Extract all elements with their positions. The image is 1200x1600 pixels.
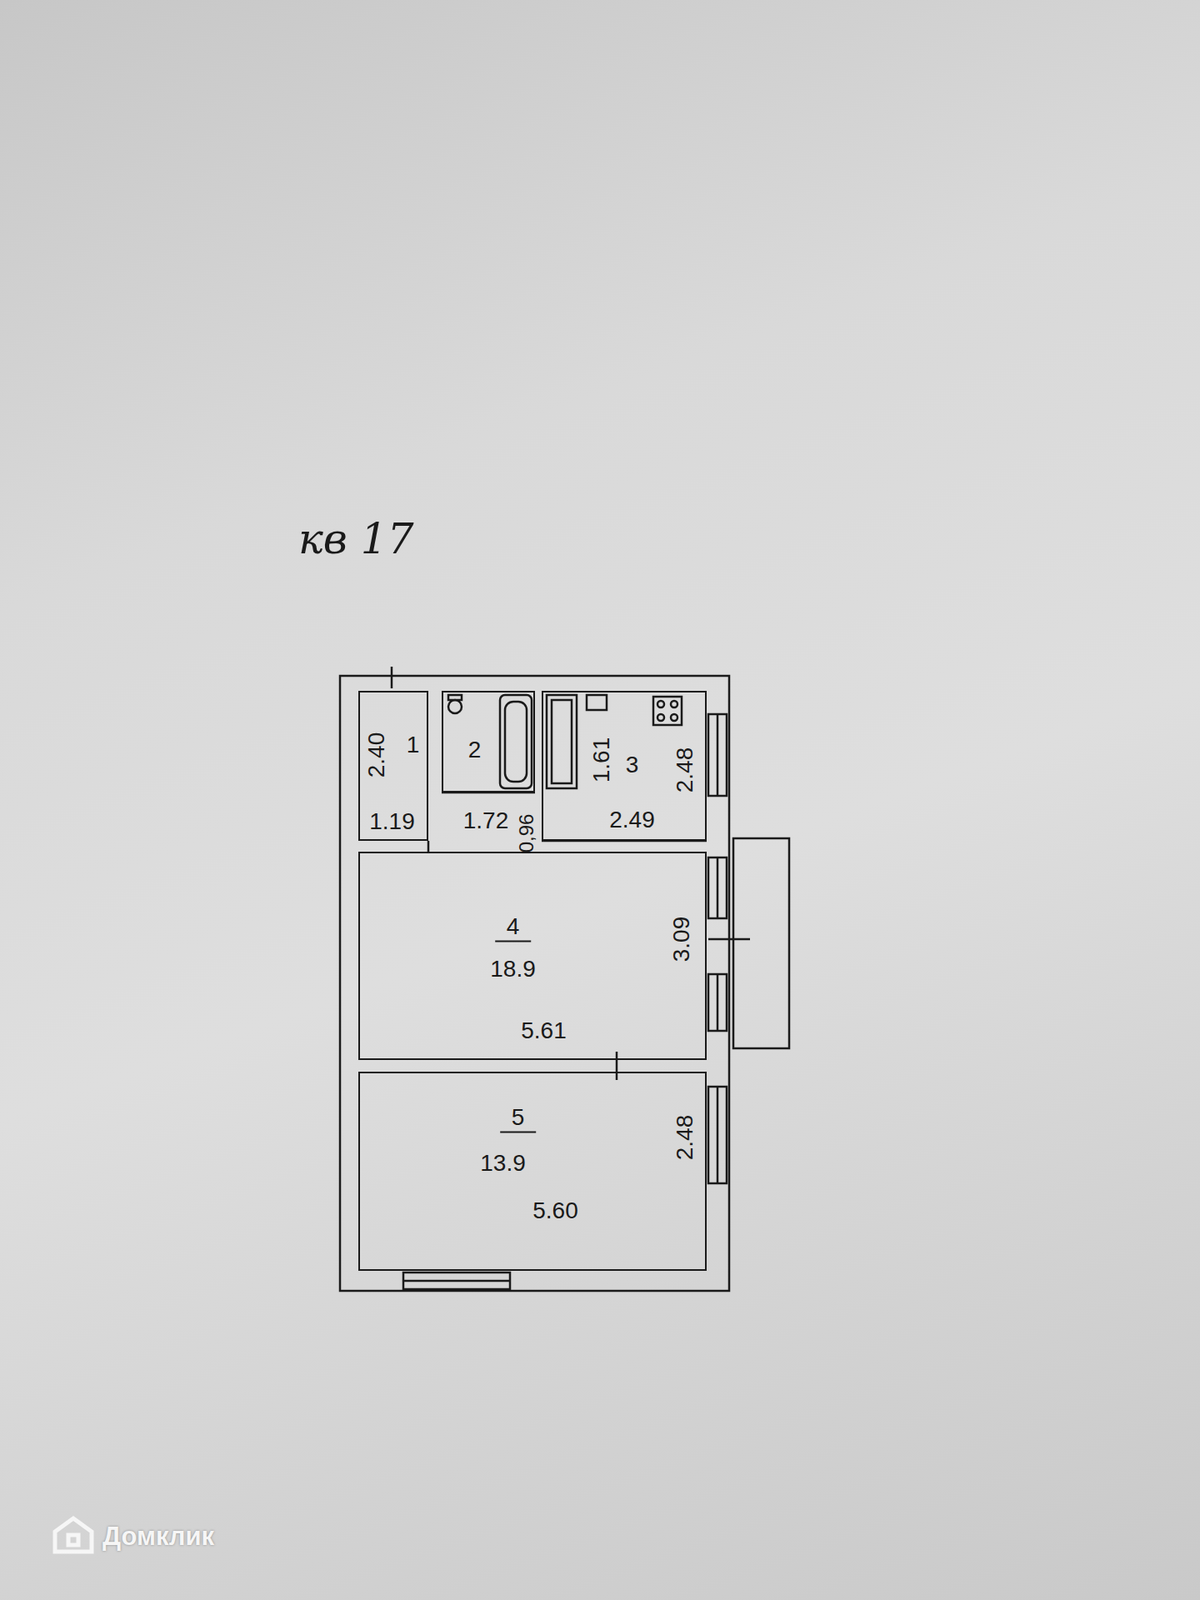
dimension: 1.61: [590, 736, 614, 783]
bathtub: [500, 695, 532, 789]
dimension: 2.40: [365, 731, 389, 778]
door-mark: [615, 1051, 619, 1080]
apartment-title: кв 17: [298, 518, 414, 560]
dimension: 13.9: [480, 1151, 526, 1175]
dimension: 1.19: [369, 810, 415, 834]
toilet: [448, 700, 462, 714]
window: [708, 974, 727, 1031]
dimension: 5.60: [532, 1199, 579, 1223]
counter: [546, 695, 577, 789]
dimension: 1.72: [463, 809, 510, 833]
bathtub-inner: [505, 701, 527, 782]
watermark: Домклик: [102, 1521, 215, 1552]
dimension: 2.48: [673, 1114, 697, 1160]
dimension: 0,96: [516, 814, 537, 854]
dimension: 2.48: [673, 746, 697, 793]
room-number: 5: [500, 1105, 537, 1133]
dimension: 5.61: [520, 1019, 567, 1043]
room-number: 2: [468, 738, 482, 762]
balcony: [733, 838, 790, 1049]
window: [708, 1086, 727, 1184]
balcony-door: [708, 938, 750, 941]
watermark-icon: [55, 1518, 92, 1552]
dimension: 3: [625, 753, 640, 777]
window: [403, 1272, 510, 1290]
door-mark: [390, 666, 394, 689]
window: [708, 857, 727, 919]
dimension: 18.9: [490, 957, 536, 981]
outer-wall: [340, 675, 730, 1291]
room: 5 13.9 2.48 5.60: [358, 1071, 707, 1271]
window: [708, 714, 727, 796]
room: 1 2.40 1.19: [358, 690, 429, 841]
room: 4 18.9 3.09 5.61: [358, 851, 707, 1060]
toilet-tank: [448, 695, 462, 700]
room: 1.61 3 2.48 2.49: [541, 690, 707, 841]
sink: [586, 695, 607, 710]
room: 2: [441, 690, 535, 793]
stove: [653, 696, 682, 725]
room-number: 1: [406, 733, 420, 757]
counter-inner: [551, 700, 572, 784]
dimension: 3.09: [670, 915, 694, 962]
room-number: 4: [495, 914, 532, 942]
wall: [427, 840, 430, 852]
dimension: 2.49: [609, 808, 655, 832]
